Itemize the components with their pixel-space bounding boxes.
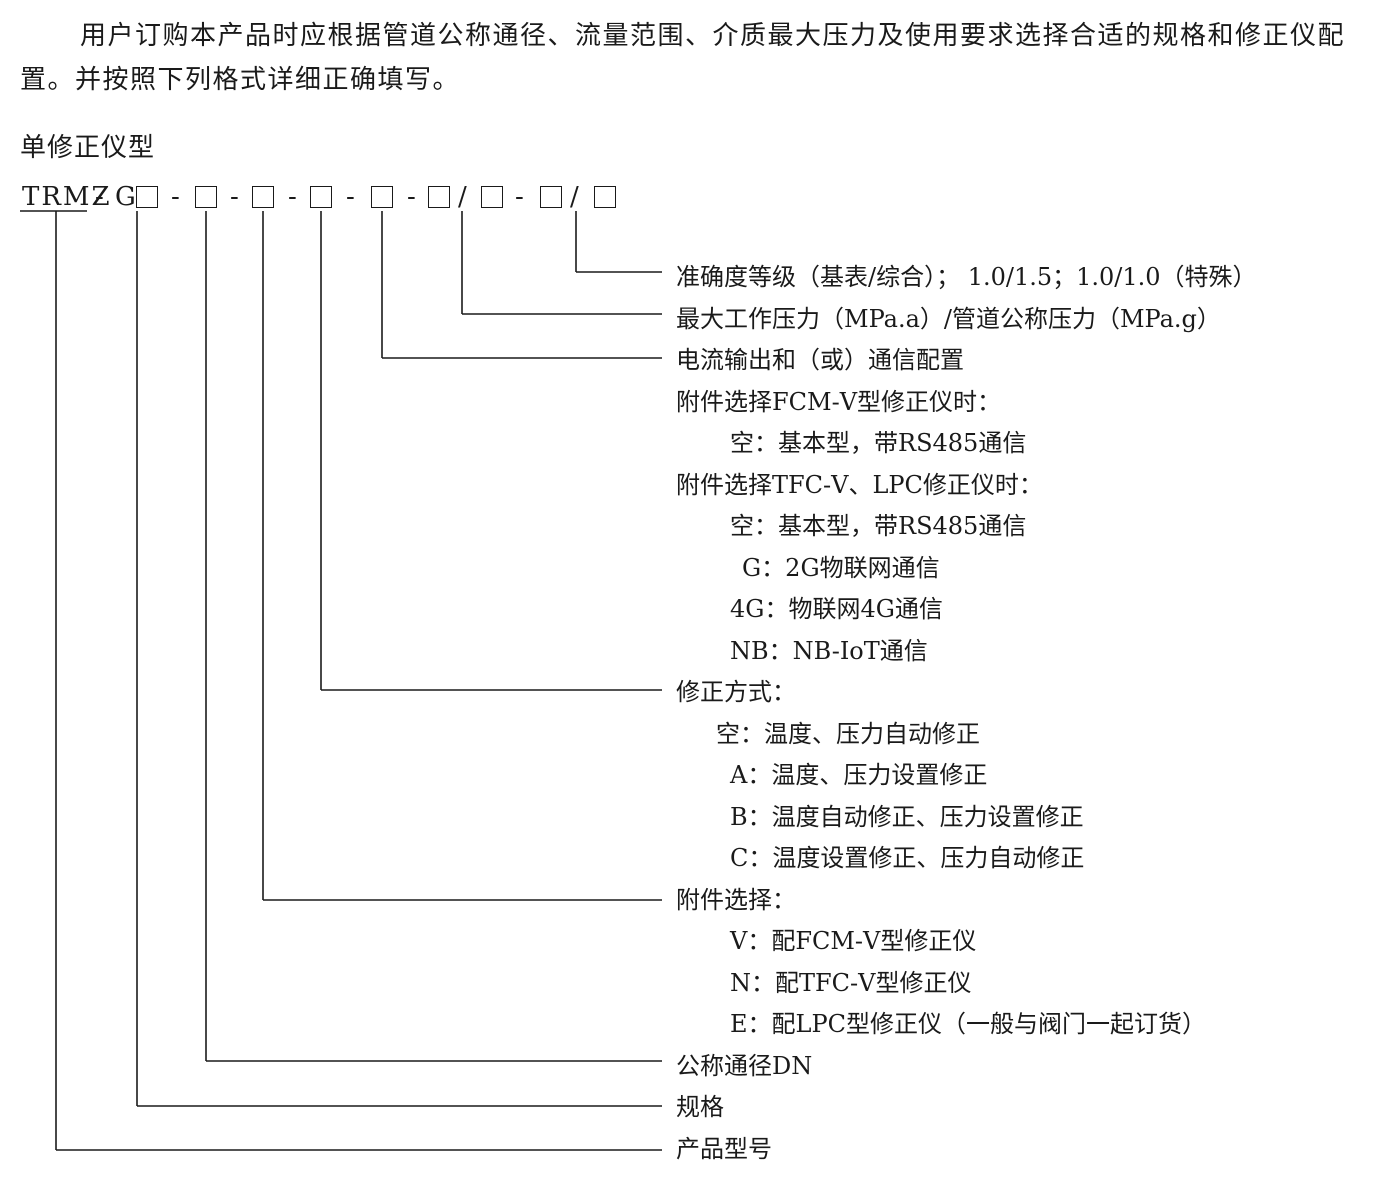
model-box-accessory [252,186,274,208]
desc-option: C：温度设置修正、压力自动修正 [730,844,1085,872]
desc-option: V：配FCM-Ⅴ型修正仪 [730,927,977,955]
model-dash: - [171,182,180,212]
desc-product-model: 产品型号 [676,1135,772,1163]
desc-spec: 规格 [676,1093,724,1121]
desc-option: N：配TFC-Ⅴ型修正仪 [730,969,972,997]
desc-option: G：2G物联网通信 [742,554,940,582]
desc-accessory: 附件选择： [676,886,796,914]
model-slash: / [458,182,467,212]
model-code: TRMZ - G - - - - - / - / [0,175,700,219]
model-box-output [371,186,393,208]
model-dash: - [230,182,239,212]
desc-option: 空：温度、压力自动修正 [716,720,980,748]
intro-paragraph: 用户订购本产品时应根据管道公称通径、流量范围、介质最大压力及使用要求选择合适的规… [20,21,1346,95]
model-box-correction [310,186,332,208]
desc-output: 电流输出和（或）通信配置 [676,346,964,374]
model-dash: - [346,182,355,212]
desc-correction: 修正方式： [676,678,796,706]
model-box-diameter [195,186,217,208]
model-dash: - [288,182,297,212]
model-dash: - [407,182,416,212]
desc-option: 空：基本型，带RS485通信 [730,512,1027,540]
model-box-max-pressure [428,186,450,208]
desc-option: 4G：物联网4G通信 [730,595,943,623]
desc-option: E：配LPC型修正仪（一般与阀门一起订货） [730,1010,1206,1038]
desc-fcm-heading: 附件选择FCM-Ⅴ型修正仪时： [676,388,1002,416]
model-dash: - [515,182,524,212]
model-g: G [115,182,136,212]
model-dash: - [95,182,104,212]
model-slash: / [570,182,579,212]
desc-pressure: 最大工作压力（MPa.a）/管道公称压力（MPa.g） [676,305,1221,333]
model-box-nominal-pressure [481,186,503,208]
desc-diameter: 公称通径DN [676,1052,813,1080]
desc-tfc-heading: 附件选择TFC-Ⅴ、LPC修正仪时： [676,471,1043,499]
desc-option: 空：基本型，带RS485通信 [730,429,1027,457]
desc-accuracy: 准确度等级（基表/综合）； 1.0/1.5；1.0/1.0（特殊） [676,263,1257,291]
model-box-accuracy-overall [594,186,616,208]
desc-option: B：温度自动修正、压力设置修正 [730,803,1084,831]
model-box-accuracy-meter [540,186,562,208]
desc-option: NB：NB-IoT通信 [730,637,928,665]
model-prefix: TRMZ [22,182,112,212]
model-box-spec [136,186,158,208]
section-heading: 单修正仪型 [20,133,156,163]
desc-option: A：温度、压力设置修正 [730,761,988,789]
